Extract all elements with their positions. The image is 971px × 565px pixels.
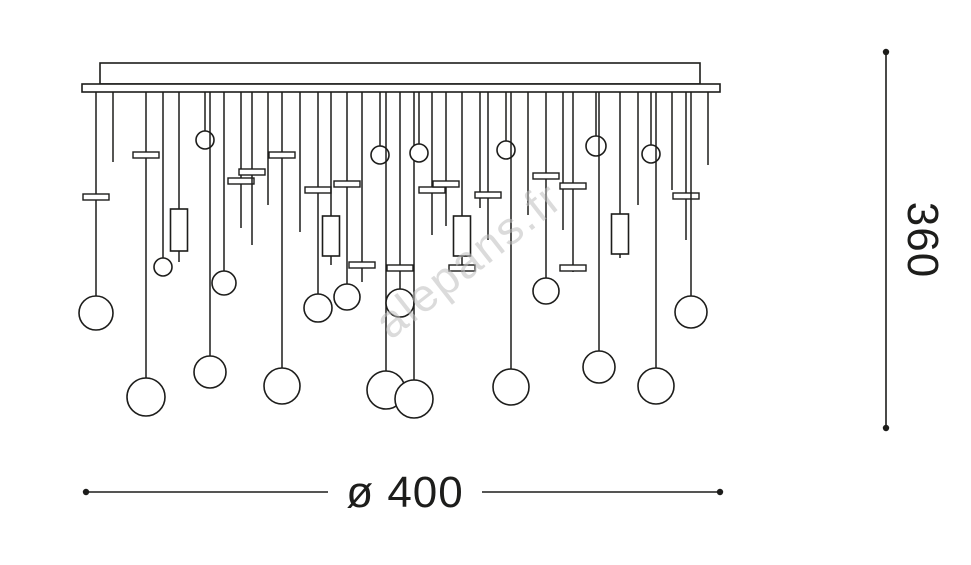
diagram-geometry	[78, 48, 890, 496]
watermark-text: alepans.fr	[365, 171, 572, 349]
height-dimension-label: 360	[898, 202, 947, 278]
width-dimension-label: ø 400	[346, 468, 464, 517]
